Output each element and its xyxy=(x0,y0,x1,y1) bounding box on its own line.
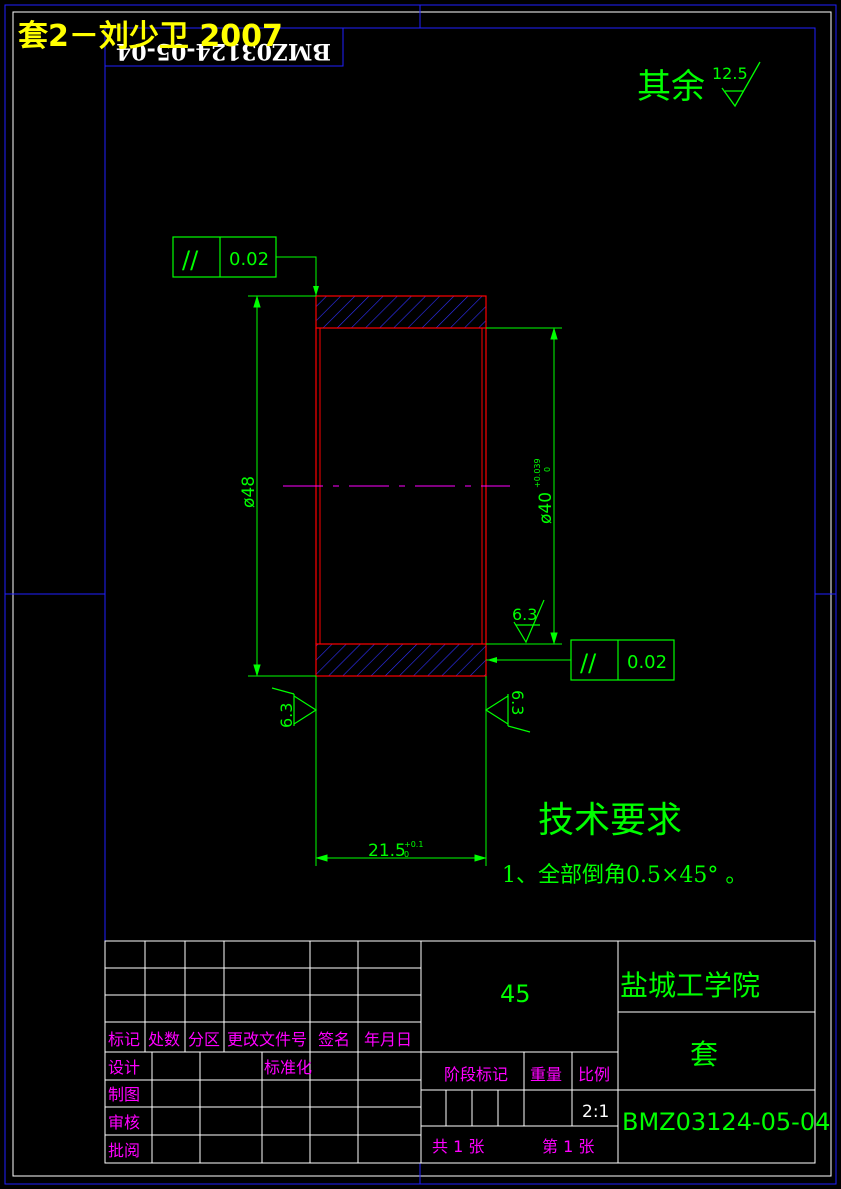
tb-signature: 签名 xyxy=(318,1030,350,1049)
roughness-left-value: 6.3 xyxy=(277,703,296,728)
title-block xyxy=(104,940,816,1164)
tb-change-doc: 更改文件号 xyxy=(227,1030,307,1049)
roughness-default-label: 其余 xyxy=(637,67,705,107)
parallelism-icon: // xyxy=(182,246,199,274)
inner-diameter-label: ø40 xyxy=(536,492,556,524)
tb-drafting: 制图 xyxy=(108,1085,140,1104)
mirrored-code-group: BMZ03124-05-04 xyxy=(116,38,331,64)
tech-req-title: 技术要求 xyxy=(538,800,682,841)
roughness-left-icon xyxy=(271,687,318,726)
tolerance-bottom-value: 0.02 xyxy=(627,652,667,673)
length-label: 21.5 xyxy=(368,841,406,861)
tb-count: 处数 xyxy=(148,1030,180,1049)
roughness-default-value: 12.5 xyxy=(712,64,748,83)
sleeve-section xyxy=(283,295,510,677)
upper-wall xyxy=(315,295,487,329)
tech-req-item: 1、全部倒角0.5×45° 。 xyxy=(502,863,747,888)
tb-drawing-no: BMZ03124-05-04 xyxy=(622,1108,830,1136)
roughness-bore-icon xyxy=(513,599,545,644)
tb-sheet-no: 第 1 张 xyxy=(542,1137,594,1156)
roughness-default-icon xyxy=(721,61,761,108)
roughness-bore-value: 6.3 xyxy=(512,605,537,624)
tb-scale: 2:1 xyxy=(582,1102,609,1122)
tb-mark: 标记 xyxy=(108,1030,140,1049)
tolerance-frame-bottom: // 0.02 xyxy=(486,639,675,681)
inner-tolerance-upper: +0.039 xyxy=(533,458,542,488)
tb-total-sheets: 共 1 张 xyxy=(432,1137,484,1156)
drawing-title: 套2－刘少卫 2007 xyxy=(18,19,283,54)
tb-scale-label: 比例 xyxy=(578,1065,610,1084)
mirrored-code: BMZ03124-05-04 xyxy=(116,38,331,64)
outer-diameter-label: ø48 xyxy=(239,476,259,508)
tolerance-top-value: 0.02 xyxy=(229,249,269,270)
roughness-right-value: 6.3 xyxy=(508,690,527,715)
length-tolerance-upper: +0.1 xyxy=(404,840,423,849)
dimensions xyxy=(248,295,562,866)
tb-part-name: 套 xyxy=(690,1038,718,1071)
tolerance-frame-top: // 0.02 xyxy=(172,236,319,296)
tb-design: 设计 xyxy=(108,1058,140,1077)
tb-material: 45 xyxy=(500,980,531,1008)
tb-stage-mark: 阶段标记 xyxy=(444,1065,508,1084)
tb-date: 年月日 xyxy=(364,1030,412,1049)
tb-weight: 重量 xyxy=(530,1065,562,1084)
roughness-right-icon xyxy=(484,694,531,733)
tb-standardize: 标准化 xyxy=(264,1058,312,1077)
inner-tolerance-lower: 0 xyxy=(543,467,552,472)
tb-review: 审核 xyxy=(108,1113,140,1132)
length-tolerance-lower: 0 xyxy=(404,850,409,859)
tb-approve: 批阅 xyxy=(108,1141,140,1160)
lower-wall xyxy=(315,643,487,677)
tb-zone: 分区 xyxy=(188,1030,220,1049)
tb-school: 盐城工学院 xyxy=(620,969,760,1002)
parallelism-icon: // xyxy=(580,649,597,677)
